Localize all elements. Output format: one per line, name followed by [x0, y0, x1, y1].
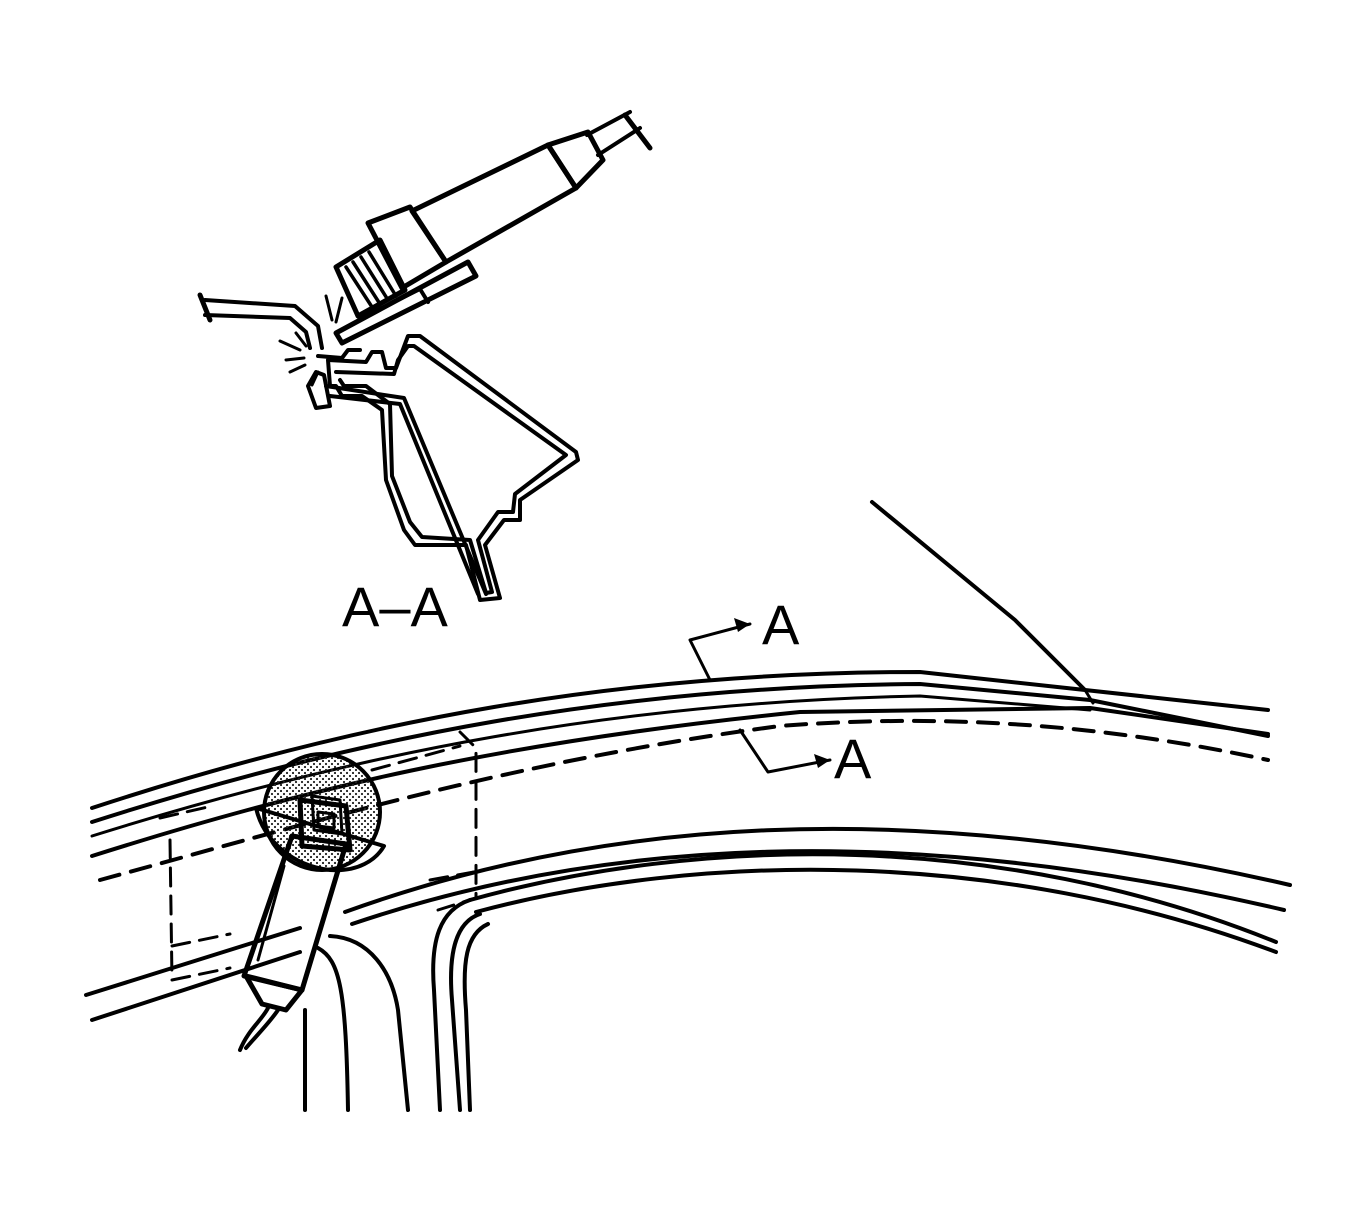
- roof-rail-view: A A: [84, 500, 1292, 1112]
- section-marker-bottom: A: [738, 727, 872, 790]
- rail-section-profile: [306, 334, 580, 602]
- section-marker-top: A: [688, 593, 800, 682]
- angle-grinder-icon: [238, 752, 386, 1052]
- spark-probe-icon: [197, 292, 344, 387]
- section-marker-bottom-label: A: [834, 727, 872, 790]
- section-title: A–A: [342, 575, 448, 638]
- section-view-a-a: A–A: [197, 110, 653, 638]
- spot-weld-drill-icon: [333, 110, 653, 346]
- section-marker-top-label: A: [762, 593, 800, 656]
